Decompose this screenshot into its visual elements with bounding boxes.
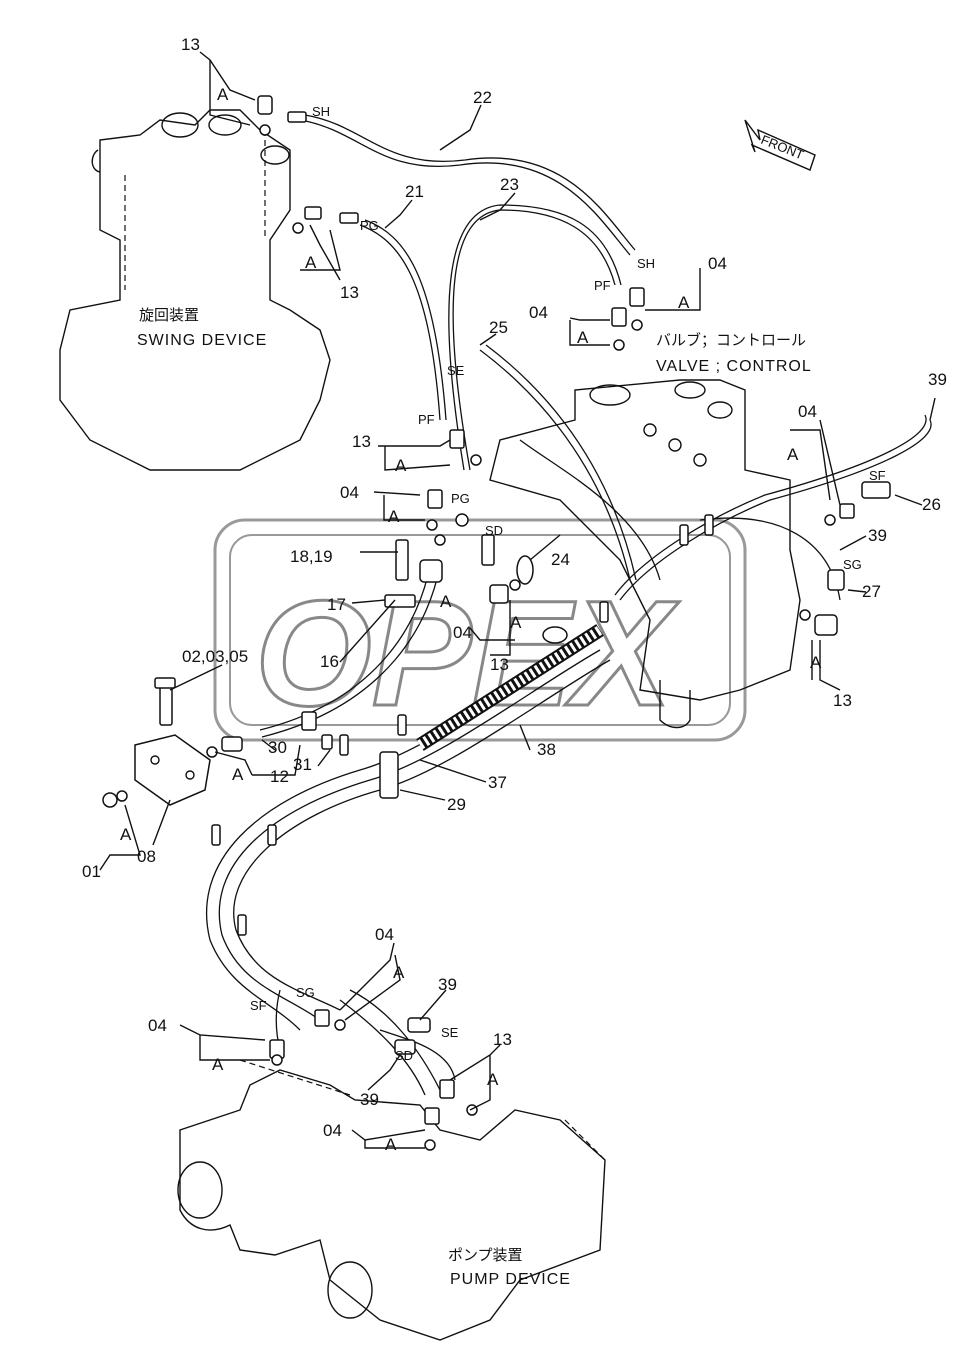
- label-18-19: 18,19: [290, 547, 333, 566]
- port-sg-right: SG: [843, 557, 862, 572]
- label-13-pump: 13: [493, 1030, 512, 1049]
- label-a-mid: A: [395, 456, 407, 475]
- label-04-valve-left: 04: [529, 303, 548, 322]
- control-valve: [489, 379, 801, 729]
- label-13-top: 13: [181, 35, 200, 54]
- port-sf-pump: SF: [250, 998, 267, 1013]
- port-se-valve: SE: [447, 363, 465, 378]
- label-13-mid: 13: [352, 432, 371, 451]
- swing-device-jp: 旋回装置: [139, 306, 199, 324]
- label-04-pump-top: 04: [375, 925, 394, 944]
- part-labels: 13 A 22 SH 21 23 PG A 13 SH PF 04 A 04 A…: [82, 35, 947, 1154]
- label-04-right: 04: [798, 402, 817, 421]
- port-pf-left: PF: [418, 412, 435, 427]
- port-se-pump: SE: [441, 1025, 459, 1040]
- label-23: 23: [500, 175, 519, 194]
- label-39-right2: 39: [868, 526, 887, 545]
- label-a-valve-left: A: [577, 328, 589, 347]
- label-a-valve-top: A: [678, 293, 690, 312]
- label-a-pump-low: A: [385, 1135, 397, 1154]
- pump-device-en: PUMP DEVICE: [450, 1271, 571, 1288]
- swing-device-en: SWING DEVICE: [137, 332, 267, 349]
- label-a-12: A: [232, 765, 244, 784]
- label-26: 26: [922, 495, 941, 514]
- label-04-pump-low: 04: [323, 1121, 342, 1140]
- port-sh-top: SH: [312, 104, 330, 119]
- label-38: 38: [537, 740, 556, 759]
- label-31: 31: [293, 755, 312, 774]
- port-sh-valve: SH: [637, 256, 655, 271]
- label-a-pump-left: A: [212, 1055, 224, 1074]
- label-a-17: A: [440, 592, 452, 611]
- label-13-right: 13: [833, 691, 852, 710]
- label-04-pump-left: 04: [148, 1016, 167, 1035]
- fittings: [102, 95, 891, 1151]
- label-a-right: A: [787, 445, 799, 464]
- label-a-01: A: [120, 825, 132, 844]
- label-30: 30: [268, 738, 287, 757]
- port-sg-pump: SG: [296, 985, 315, 1000]
- label-37: 37: [488, 773, 507, 792]
- label-a-right-low: A: [810, 653, 822, 672]
- pump-device: [177, 1059, 606, 1341]
- port-pg-valve: PG: [451, 491, 470, 506]
- label-a-pump-right: A: [487, 1070, 499, 1089]
- port-sd-pump: SD: [395, 1048, 413, 1063]
- label-a-top: A: [217, 85, 229, 104]
- label-25: 25: [489, 318, 508, 337]
- label-39-pump-low: 39: [360, 1090, 379, 1109]
- label-27: 27: [862, 582, 881, 601]
- label-04-mid: 04: [340, 483, 359, 502]
- label-39-pump: 39: [438, 975, 457, 994]
- control-valve-en: VALVE ; CONTROL: [656, 358, 812, 375]
- label-22: 22: [473, 88, 492, 107]
- label-17: 17: [327, 595, 346, 614]
- label-13-lower: 13: [490, 655, 509, 674]
- port-sd-valve: SD: [485, 523, 503, 538]
- leader-lines: [99, 51, 936, 1149]
- label-21: 21: [405, 182, 424, 201]
- pump-device-jp: ポンプ装置: [448, 1246, 523, 1264]
- label-29: 29: [447, 795, 466, 814]
- label-24: 24: [551, 550, 570, 569]
- label-04-valve-top: 04: [708, 254, 727, 273]
- label-39-right: 39: [928, 370, 947, 389]
- label-a-swing: A: [305, 253, 317, 272]
- clamps: [211, 514, 714, 936]
- label-08: 08: [137, 847, 156, 866]
- label-01: 01: [82, 862, 101, 881]
- label-a-lower: A: [510, 613, 522, 632]
- device-labels: 旋回装置 SWING DEVICE バルブ；コントロール VALVE ; CON…: [137, 306, 812, 1288]
- front-arrow: FRONT: [744, 119, 816, 171]
- port-pf-valve: PF: [594, 278, 611, 293]
- port-pg-swing: PG: [360, 218, 379, 233]
- hose-protector: [416, 624, 604, 751]
- label-12: 12: [270, 767, 289, 786]
- label-a-pump-top: A: [393, 963, 405, 982]
- label-02-03-05: 02,03,05: [182, 647, 248, 666]
- port-sf-right: SF: [869, 468, 886, 483]
- hoses: [205, 114, 932, 1096]
- label-a-mid2: A: [388, 507, 400, 526]
- control-valve-jp: バルブ；コントロール: [656, 331, 806, 349]
- swing-device: [59, 109, 331, 471]
- label-16: 16: [320, 652, 339, 671]
- label-04-lower: 04: [453, 623, 472, 642]
- label-13-swing: 13: [340, 283, 359, 302]
